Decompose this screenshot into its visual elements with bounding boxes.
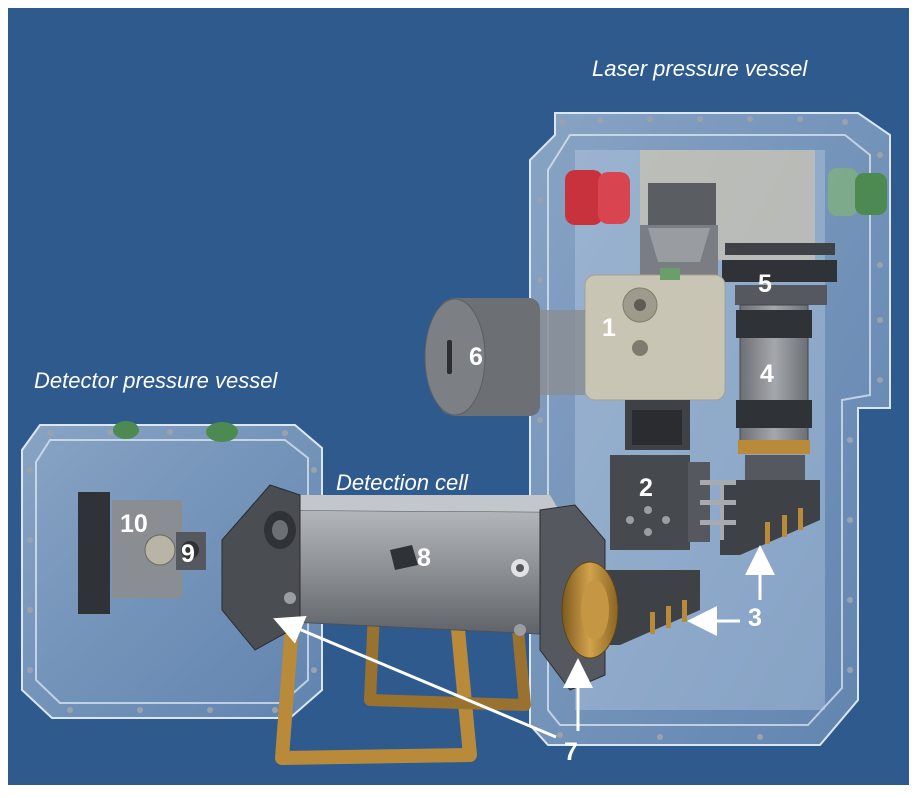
green-valve — [828, 168, 887, 216]
callout-6: 6 — [469, 343, 483, 371]
label-laser-pressure-vessel: Laser pressure vessel — [592, 56, 808, 81]
label-detection-cell: Detection cell — [336, 470, 469, 495]
callout-arrows — [273, 545, 775, 739]
arrow-7a — [273, 615, 557, 739]
callout-10: 10 — [120, 510, 148, 538]
red-valve — [565, 170, 630, 225]
callout-3: 3 — [748, 604, 762, 632]
callout-4: 4 — [760, 360, 774, 388]
callout-7: 7 — [564, 738, 578, 766]
callout-9: 9 — [181, 540, 195, 568]
callout-8: 8 — [417, 544, 431, 572]
motor-6 — [424, 298, 585, 416]
detector-pressure-vessel — [21, 421, 323, 719]
callout-5: 5 — [758, 270, 772, 298]
callout-2: 2 — [639, 474, 653, 502]
green-valve — [113, 421, 238, 442]
label-detector-pressure-vessel: Detector pressure vessel — [34, 368, 278, 393]
detection-cell — [221, 484, 619, 765]
callout-1: 1 — [602, 314, 616, 342]
